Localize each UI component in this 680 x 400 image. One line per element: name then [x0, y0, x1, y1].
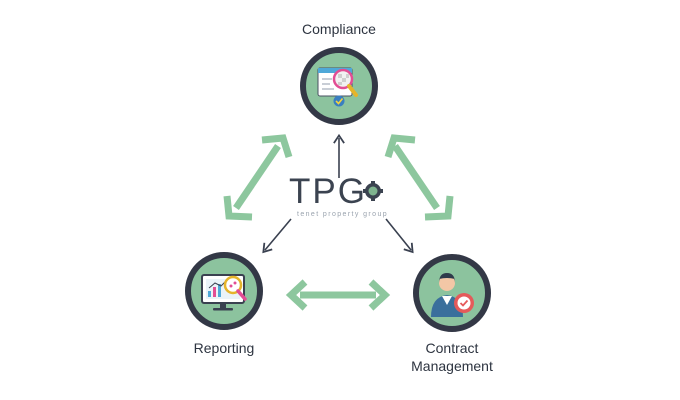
node-label-contract-line1: Contract	[426, 340, 479, 356]
node-label-compliance: Compliance	[302, 21, 376, 37]
logo-text: TPG	[289, 172, 367, 211]
logo-subtitle: tenet property group	[297, 211, 388, 218]
logo-mark-icon	[363, 181, 383, 201]
node-contract-management: Contract Management	[411, 254, 493, 374]
node-label-reporting: Reporting	[194, 340, 255, 356]
dark-arrow-down-left	[262, 218, 292, 254]
document-magnifier-icon	[317, 67, 358, 107]
node-label-contract-line2: Management	[411, 358, 493, 374]
node-reporting: Reporting	[185, 252, 263, 356]
green-arrow-compliance-contract	[384, 134, 454, 221]
person-badge-icon	[431, 273, 474, 317]
green-arrow-reporting-contract	[285, 279, 391, 311]
green-arrow-compliance-reporting	[223, 134, 293, 221]
node-compliance: Compliance	[300, 21, 378, 125]
dark-arrow-down-right	[385, 218, 414, 254]
monitor-chart-magnifier-icon	[201, 274, 247, 311]
tpg-logo: TPG tenet property group	[289, 172, 388, 218]
